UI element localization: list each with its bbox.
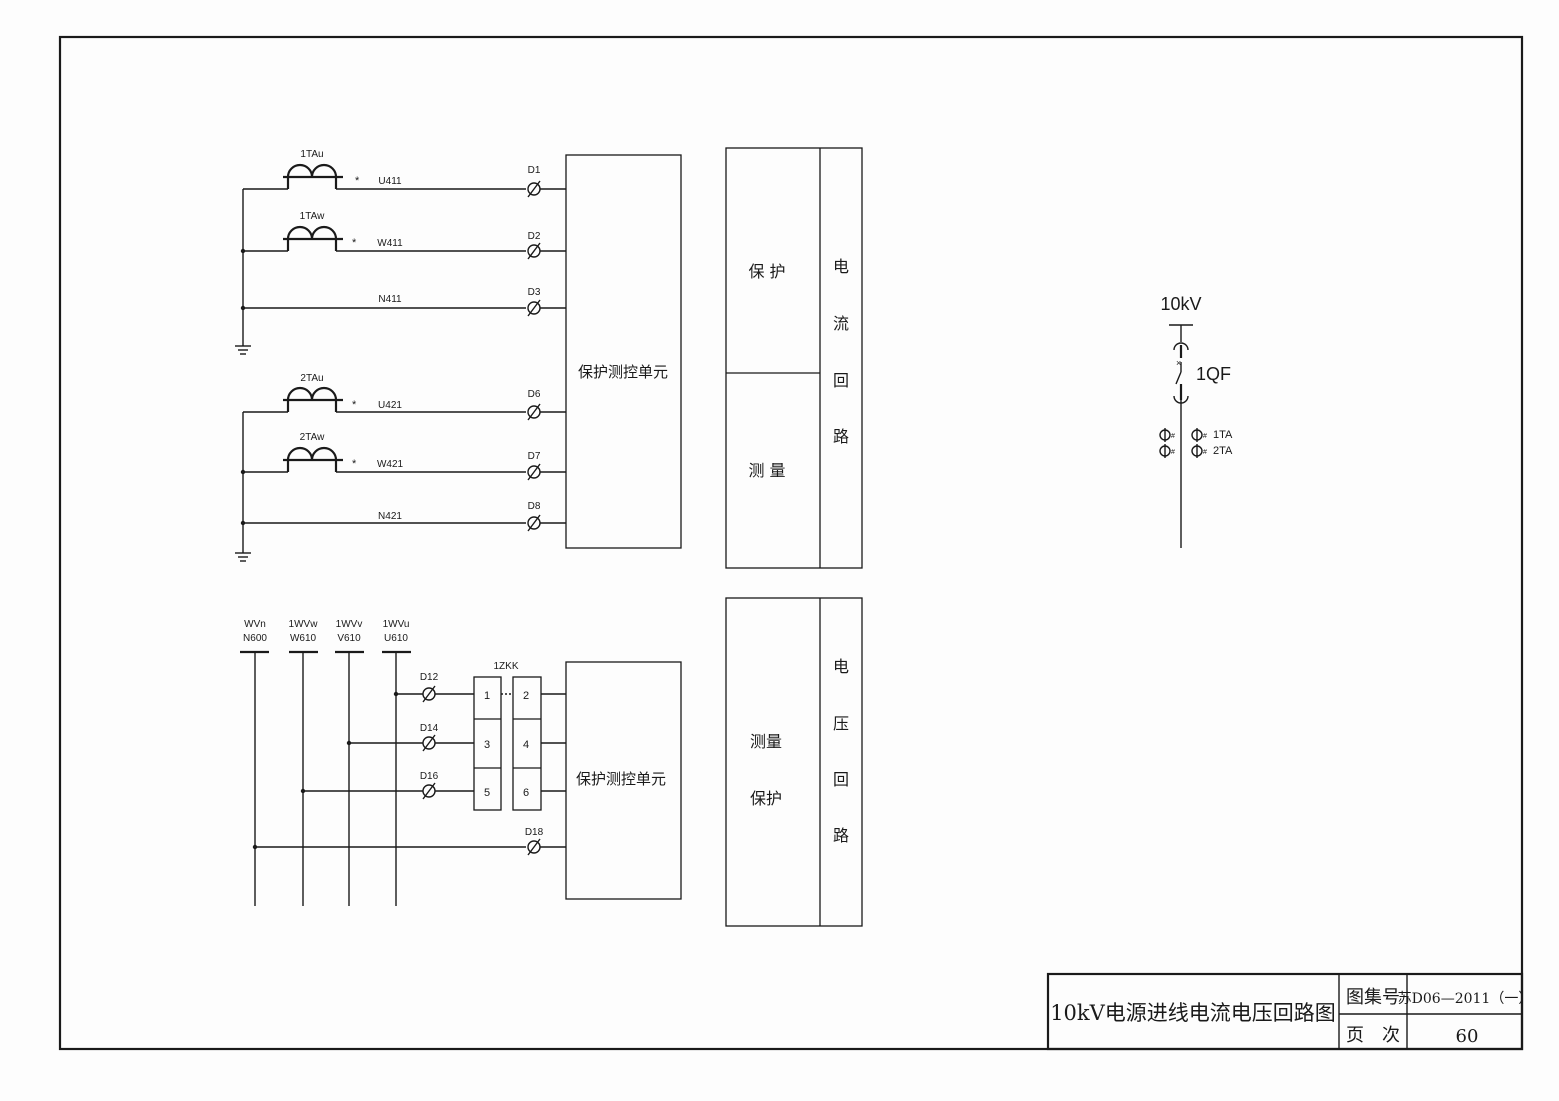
bus-label-top-1wvv: 1WVv <box>336 619 363 630</box>
ct-1ta-icon: # # <box>1159 428 1207 442</box>
page-number-value: 60 <box>1456 1026 1479 1047</box>
switch-contact-3: 3 <box>484 739 490 751</box>
table-cell-protection: 保护 <box>750 789 782 808</box>
table-cell-measure: 测量 <box>750 732 782 751</box>
svg-text:#: # <box>1171 433 1175 440</box>
drawing-frame <box>58 35 1524 1051</box>
voltage-circuit-table <box>725 597 863 927</box>
switch-1zkk <box>473 676 566 811</box>
side-char: 回 <box>833 770 849 789</box>
terminal-label-d6: D6 <box>528 389 541 400</box>
terminal-label-d1: D1 <box>528 165 541 176</box>
bus-label-top-1wvu: 1WVu <box>383 619 410 630</box>
voltage-circuit: WVn N600 1WVw W610 1WVv V610 1WVu U610 D… <box>240 597 863 927</box>
atlas-number-value: 苏D06—2011（一） <box>1398 991 1533 1007</box>
protection-unit-box-2 <box>565 661 682 900</box>
bus-label-bottom-u610: U610 <box>384 633 408 644</box>
switch-label-1zkk: 1ZKK <box>493 661 518 672</box>
polarity-mark: * <box>352 458 357 470</box>
table-cell-measure: 测 量 <box>748 461 785 480</box>
wire-label-w421: W421 <box>377 459 404 470</box>
wire-label-u411: U411 <box>378 176 402 187</box>
bus-label-top-1wvw: 1WVw <box>289 619 319 630</box>
terminal-d18 <box>527 838 566 856</box>
terminal-label-d8: D8 <box>528 501 541 512</box>
side-char: 流 <box>833 314 849 333</box>
switch-contact-6: 6 <box>523 787 529 799</box>
side-char: 电 <box>833 657 849 676</box>
protection-unit-label-1: 保护测控单元 <box>578 363 668 381</box>
terminal-label-d3: D3 <box>528 287 541 298</box>
page-number-label: 页 次 <box>1346 1025 1400 1046</box>
terminal-label-d16: D16 <box>420 771 439 782</box>
terminal-label-d18: D18 <box>525 827 544 838</box>
bus-label-bottom-v610: V610 <box>337 633 361 644</box>
polarity-mark: * <box>355 175 360 187</box>
breaker-label: 1QF <box>1196 364 1231 384</box>
title-block <box>1046 972 1524 1051</box>
svg-text:#: # <box>1203 433 1207 440</box>
breaker-blade-icon <box>1175 371 1182 385</box>
switch-contact-4: 4 <box>523 739 529 751</box>
protection-unit-label-2: 保护测控单元 <box>576 770 666 788</box>
terminal-d12 <box>422 685 474 703</box>
wire-label-w411: W411 <box>377 238 403 249</box>
terminal-label-d14: D14 <box>420 723 439 734</box>
terminal-d6 <box>527 403 566 421</box>
polarity-mark: * <box>352 399 357 411</box>
current-circuit-table <box>725 147 863 569</box>
ground-symbol-2 <box>235 552 251 562</box>
wire-label-n411: N411 <box>378 294 402 305</box>
wire-label-u421: U421 <box>378 400 402 411</box>
terminal-d7 <box>527 463 566 481</box>
ct-2taw-symbol <box>283 446 526 473</box>
ct-label-1ta: 1TA <box>1213 429 1233 441</box>
ct-1tau-symbol <box>283 163 526 190</box>
svg-text:#: # <box>1171 449 1175 456</box>
terminal-label-d7: D7 <box>528 451 541 462</box>
bus-label-bottom-w610: W610 <box>290 633 317 644</box>
switch-contact-1: 1 <box>484 690 490 702</box>
terminal-d14 <box>422 734 474 752</box>
terminal-label-d2: D2 <box>528 231 541 242</box>
ct-label-1tau: 1TAu <box>300 149 323 160</box>
ct-label-2ta: 2TA <box>1213 445 1233 457</box>
svg-text:×: × <box>1176 358 1181 368</box>
side-char: 压 <box>833 714 849 733</box>
ct-label-1taw: 1TAw <box>300 211 325 222</box>
switch-contact-5: 5 <box>484 787 490 799</box>
polarity-mark: * <box>352 237 357 249</box>
side-char: 回 <box>833 371 849 390</box>
ct-1taw-symbol <box>283 225 526 252</box>
terminal-label-d12: D12 <box>420 672 439 683</box>
ct-2ta-icon: # # <box>1159 444 1207 458</box>
drawing-title: 10kV电源进线电流电压回路图 <box>1050 1001 1336 1025</box>
side-char: 路 <box>833 427 849 446</box>
switch-contact-2: 2 <box>523 690 529 702</box>
terminal-d8 <box>527 514 566 532</box>
svg-text:#: # <box>1203 449 1207 456</box>
terminal-d16 <box>422 782 474 800</box>
ground-symbol-1 <box>235 345 251 355</box>
protection-unit-box-1 <box>565 154 682 549</box>
ct-label-2taw: 2TAw <box>300 432 325 443</box>
table-cell-protection: 保 护 <box>748 262 785 281</box>
voltage-label: 10kV <box>1160 294 1201 314</box>
bus-label-bottom-n600: N600 <box>243 633 267 644</box>
ct-2tau-symbol <box>283 386 526 413</box>
ct-label-2tau: 2TAu <box>300 373 323 384</box>
bus-label-top-wvn: WVn <box>244 619 266 630</box>
side-char: 电 <box>833 257 849 276</box>
terminal-d1 <box>527 180 566 198</box>
wire-label-n421: N421 <box>378 511 402 522</box>
atlas-number-label: 图集号 <box>1346 987 1400 1008</box>
disconnect-top-icon <box>1173 342 1189 351</box>
one-line-diagram: 10kV × 1QF # # # # 1TA 2TA <box>1159 294 1233 548</box>
terminal-d3 <box>527 299 566 317</box>
terminal-d2 <box>527 242 566 260</box>
current-circuit: 1TAu * U411 1TAw * W411 N411 2TAu * U421 <box>235 147 863 569</box>
side-char: 路 <box>833 826 849 845</box>
